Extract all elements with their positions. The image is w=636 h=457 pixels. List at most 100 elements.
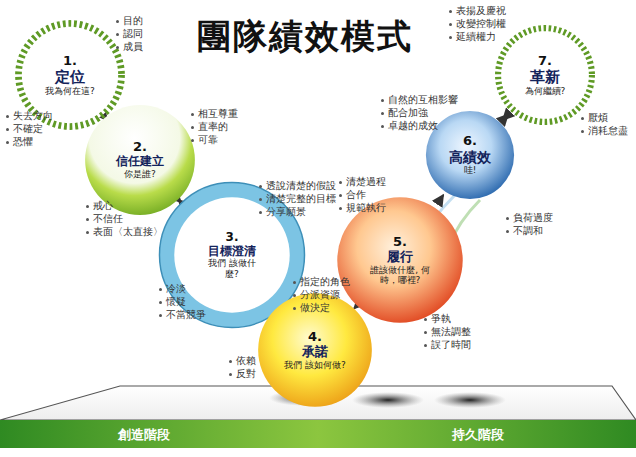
bullet-item: 不信任: [85, 213, 123, 225]
circle-text: 4.承諾我們 該如何做?: [284, 330, 346, 370]
bullet-dot: [449, 10, 452, 13]
bullet-dot: [293, 294, 296, 297]
circle-text: 1.定位我為何在這?: [45, 54, 95, 97]
step-number: 3.: [226, 231, 239, 245]
stage-name: 承諾: [302, 345, 328, 360]
bullet-item: 透說清楚的假設: [258, 180, 336, 192]
circle-text: 7.革新為何繼續?: [525, 54, 566, 97]
bullet-dot: [293, 281, 296, 284]
circle-text: 3.目標澄清我們 該做什麼?: [203, 231, 262, 279]
bullet-item: 配合加強: [380, 107, 428, 119]
bullet-dot: [259, 211, 262, 214]
step-number: 2.: [133, 140, 147, 155]
bullet-item: 改變控制權: [448, 18, 506, 30]
bullet-dot: [339, 181, 342, 184]
stage-question: 我們 該做什麼?: [203, 258, 262, 279]
bullet-dot: [159, 288, 162, 291]
flow-arrow: [354, 306, 357, 309]
bullet-item: 清楚完整的目標: [258, 193, 336, 205]
bullet-dot: [6, 128, 9, 131]
step-number: 6.: [463, 134, 477, 149]
stage-circle: 6.高績效哇!: [425, 110, 515, 200]
stage-name: 履行: [387, 250, 413, 265]
bullet-item: 厭煩: [580, 112, 608, 124]
bullet-dot: [229, 360, 232, 363]
bullet-item: 冷淡: [158, 283, 186, 295]
bullet-item: 依賴: [228, 355, 256, 367]
bullet-dot: [381, 112, 384, 115]
bullet-dot: [506, 230, 509, 233]
stage-name: 目標澄清: [208, 245, 256, 259]
stage-name: 高績效: [449, 149, 491, 165]
bullet-dot: [581, 130, 584, 133]
bullet-dot: [86, 205, 89, 208]
bullet-item: 直率的: [190, 121, 228, 133]
bullet-dot: [293, 307, 296, 310]
bullet-item: 分派資源: [292, 289, 340, 301]
step-number: 7.: [538, 54, 552, 69]
bullet-dot: [449, 23, 452, 26]
bullet-item: 無法調整: [423, 326, 471, 338]
bullet-item: 自然的互相影響: [380, 94, 458, 106]
stage-circle: 7.革新為何繼續?: [494, 24, 596, 126]
bullet-item: 做決定: [292, 302, 330, 314]
bullet-item: 指定的角色: [292, 276, 350, 288]
bullet-item: 不確定: [5, 123, 43, 135]
bullet-item: 表面〈太直接〉: [85, 226, 163, 238]
stage-circle: 2.信任建立你是誰?: [84, 104, 196, 216]
bullet-dot: [424, 344, 427, 347]
flow-arrow: [503, 114, 508, 120]
bullet-item: 合作: [338, 189, 366, 201]
bullet-item: 清楚過程: [338, 176, 386, 188]
bullet-dot: [6, 115, 9, 118]
flow-arrow: [437, 195, 443, 204]
bullet-dot: [6, 141, 9, 144]
bullet-item: 成員: [115, 41, 143, 53]
step-number: 4.: [308, 330, 322, 345]
bullet-dot: [381, 99, 384, 102]
bullet-item: 延續權力: [448, 31, 496, 43]
circle-text: 2.信任建立你是誰?: [116, 140, 164, 179]
stage-question: 誰該做什麼, 何時，哪裡?: [368, 265, 433, 286]
bullet-dot: [449, 36, 452, 39]
stage-name: 革新: [530, 69, 560, 86]
stage-question: 我們 該如何做?: [284, 360, 346, 370]
bullet-dot: [581, 117, 584, 120]
bullet-dot: [424, 318, 427, 321]
bullet-item: 爭執: [423, 313, 451, 325]
bullet-dot: [259, 185, 262, 188]
bullet-dot: [116, 46, 119, 49]
bullet-dot: [159, 301, 162, 304]
bullet-dot: [381, 125, 384, 128]
bullet-item: 不當競爭: [158, 309, 206, 321]
flow-arrow: [178, 200, 181, 203]
bullet-dot: [191, 113, 194, 116]
bullet-dot: [116, 33, 119, 36]
bullet-item: 戒心: [85, 200, 113, 212]
bullet-dot: [116, 20, 119, 23]
stage-question: 我為何在這?: [45, 86, 95, 96]
bullet-item: 可靠: [190, 134, 218, 146]
circle-text: 6.高績效哇!: [449, 134, 491, 175]
stage-question: 你是誰?: [124, 169, 156, 179]
bullet-item: 誤了時間: [423, 339, 471, 351]
bullet-item: 失去方向: [5, 110, 53, 122]
step-number: 1.: [63, 54, 77, 69]
stage-circle: 5.履行誰該做什麼, 何時，哪裡?: [336, 196, 464, 324]
bullet-item: 不調和: [505, 225, 543, 237]
step-number: 5.: [393, 235, 407, 250]
bullet-item: 相互尊重: [190, 108, 238, 120]
bullet-item: 恐懼: [5, 136, 33, 148]
stage-question: 為何繼續?: [525, 86, 566, 96]
bullet-item: 反對: [228, 368, 256, 380]
bullet-dot: [191, 139, 194, 142]
bullet-item: 卓越的成效: [380, 120, 438, 132]
bullet-dot: [424, 331, 427, 334]
bullet-item: 表揚及慶祝: [448, 5, 506, 17]
bullet-item: 目的: [115, 15, 143, 27]
circle-text: 5.履行誰該做什麼, 何時，哪裡?: [368, 235, 433, 286]
stage-name: 定位: [55, 69, 85, 86]
bullet-dot: [86, 231, 89, 234]
bullet-item: 懷疑: [158, 296, 186, 308]
bullet-dot: [191, 126, 194, 129]
